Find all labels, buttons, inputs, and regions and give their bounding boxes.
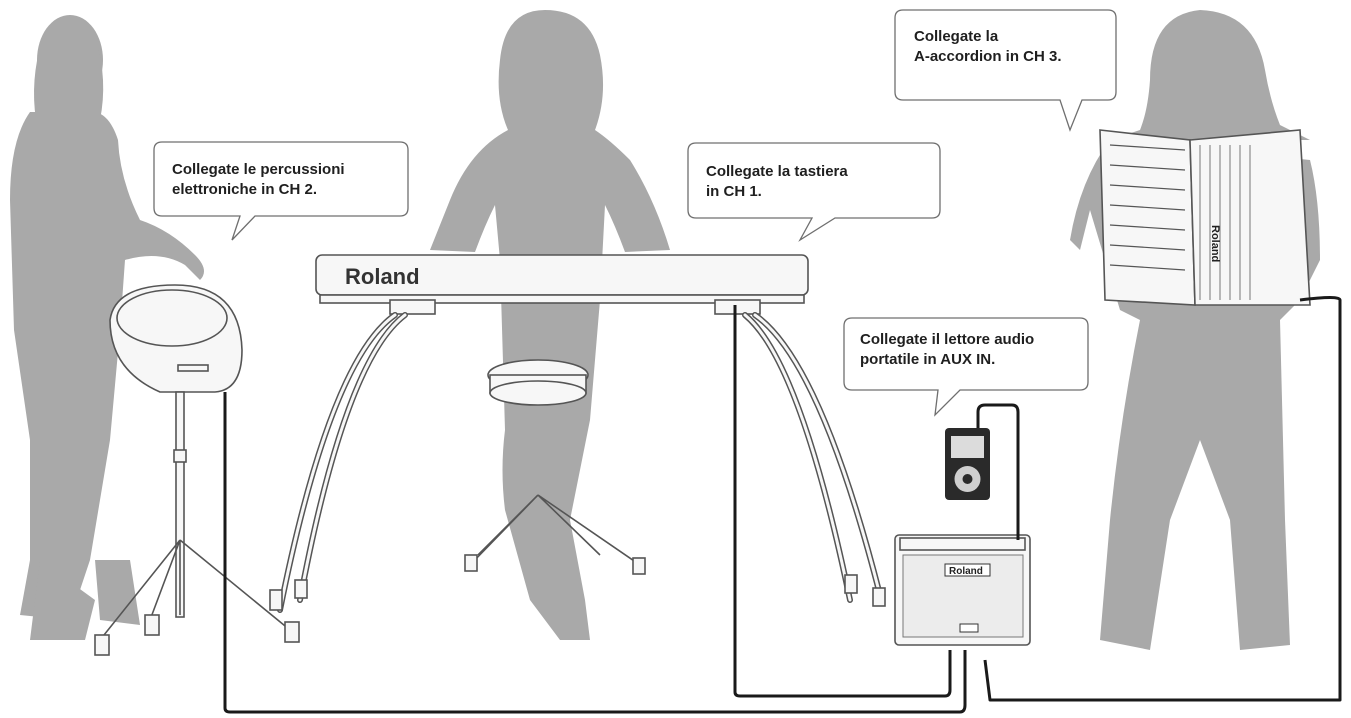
accordion-player-silhouette — [1070, 10, 1320, 650]
stool — [464, 359, 646, 575]
percussion-pad — [109, 284, 243, 393]
percussionist-silhouette — [10, 15, 204, 640]
cables — [223, 305, 1020, 714]
callout-accordion-line-1: Collegate la — [914, 28, 999, 45]
callout-percussion: Collegate le percussioni elettroniche in… — [172, 160, 345, 200]
percussion-stand — [94, 391, 300, 656]
bubble-percussion-shape — [153, 141, 409, 241]
callout-keyboard-line-1: Collegate la tastiera — [706, 163, 848, 180]
portable-audio-player — [945, 428, 990, 500]
amplifier-brand-label: Roland — [949, 566, 983, 577]
keyboard-brand-label: Roland — [345, 264, 420, 289]
bubble-accordion-shape — [894, 9, 1117, 132]
accordion: Roland — [983, 129, 1342, 702]
bubble-audio-player-shape — [843, 317, 1089, 417]
keyboard: Roland — [315, 254, 809, 304]
keyboard-stand — [269, 299, 886, 613]
callout-keyboard-line-2: in CH 1. — [706, 183, 762, 200]
callout-audio-player: Collegate il lettore audio portatile in … — [860, 330, 1034, 370]
bubble-keyboard-shape — [687, 142, 941, 242]
callout-accordion: Collegate la A-accordion in CH 3. — [914, 27, 1062, 67]
cable-percussion — [223, 392, 967, 714]
accordion-brand-label: Roland — [1209, 225, 1221, 262]
cable-audio-player — [976, 403, 1020, 540]
callout-keyboard: Collegate la tastiera in CH 1. — [706, 162, 848, 202]
callout-percussion-line-2: elettroniche in CH 2. — [172, 181, 318, 198]
callout-percussion-line-1: Collegate le percussioni — [172, 161, 345, 178]
callout-audio-player-line-2: portatile in AUX IN. — [860, 351, 996, 368]
callout-audio-player-line-1: Collegate il lettore audio — [860, 331, 1035, 348]
callout-accordion-line-2: A-accordion in CH 3. — [914, 48, 1062, 65]
keyboardist-silhouette — [430, 10, 670, 640]
cable-keyboard — [733, 305, 952, 698]
amplifier: Roland — [894, 534, 1031, 646]
